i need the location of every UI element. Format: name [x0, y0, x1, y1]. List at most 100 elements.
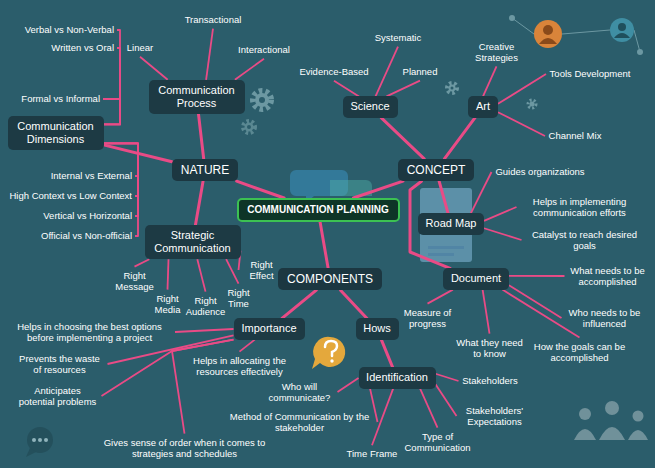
- leaf-label: Helps in choosing the best options befor…: [7, 321, 172, 344]
- node-text: CONCEPT: [406, 163, 466, 177]
- node-text: Science: [350, 100, 391, 113]
- leaf-label: Catalyst to reach desired goals: [525, 229, 645, 252]
- leader-line: [484, 228, 522, 240]
- node-text: Identification: [366, 371, 429, 384]
- leaf-label: Linear: [126, 42, 154, 53]
- leaf-label: Transactional: [184, 14, 242, 25]
- leaf-label: Right Message: [110, 270, 160, 293]
- topic-box: Importance: [234, 318, 305, 339]
- leader-line: [175, 329, 234, 332]
- leaf-label: Systematic: [374, 32, 422, 43]
- leaf-label: Right Audience: [181, 295, 231, 318]
- branch-connector: [195, 181, 203, 225]
- branch-connector: [341, 290, 368, 318]
- leader-line: [168, 259, 169, 289]
- topic-box: Communication Dimensions: [8, 116, 104, 150]
- leaf-label: Vertical vs Horizontal: [42, 210, 132, 221]
- topic-box: Identification: [359, 367, 436, 388]
- branch-connector: [320, 222, 328, 268]
- leader-line: [370, 389, 377, 422]
- leaf-label: Time Frame: [346, 448, 398, 459]
- node-text: Importance: [241, 322, 298, 335]
- central-topic: COMMUNICATION PLANNING: [237, 198, 400, 222]
- topic-box: Strategic Communication: [145, 225, 241, 259]
- leader-line: [226, 259, 238, 283]
- leaf-label: Planned: [402, 66, 438, 77]
- leaf-label: Right Time: [219, 287, 259, 310]
- branch-connector: [381, 118, 424, 159]
- leaf-label: Tools Development: [549, 68, 631, 79]
- node-text: COMMUNICATION PLANNING: [247, 204, 390, 216]
- leaf-label: Stakeholders: [462, 375, 519, 386]
- leader-line: [338, 378, 359, 392]
- topic-box: Road Map: [418, 213, 484, 234]
- leader-line: [484, 207, 517, 221]
- leader-line: [502, 290, 579, 338]
- leader-line: [235, 59, 264, 80]
- leaf-label: Anticipates potential problems: [17, 385, 99, 408]
- leaf-label: Method of Communication by the stakehold…: [225, 411, 375, 434]
- branch-connector: [282, 290, 316, 318]
- leaf-label: Official vs Non-official: [40, 230, 132, 241]
- leaf-label: Helps in allocating the resources effect…: [177, 355, 302, 378]
- leaf-label: Measure of progress: [400, 307, 455, 330]
- node-text: Document: [450, 272, 502, 285]
- branch-box: COMPONENTS: [278, 268, 382, 290]
- node-text: NATURE: [180, 163, 230, 177]
- node-text: Communication Dimensions: [15, 120, 97, 146]
- leaf-label: Internal vs External: [49, 170, 132, 181]
- topic-box: Document: [443, 268, 509, 289]
- leaf-label: Who will communicate?: [265, 381, 335, 404]
- leader-line: [372, 389, 393, 446]
- leader-line: [104, 48, 121, 124]
- leaf-label: What they need to know: [452, 337, 527, 360]
- leaf-label: Written vs Oral: [50, 42, 114, 53]
- leader-line: [104, 143, 139, 236]
- leaf-label: High Context vs Low Context: [8, 190, 132, 201]
- topic-box: Communication Process: [149, 80, 245, 114]
- leader-line: [135, 259, 150, 266]
- branch-connector: [444, 118, 475, 159]
- leader-line: [428, 290, 453, 304]
- leaf-label: Prevents the waste of resources: [15, 353, 105, 376]
- leader-line: [240, 340, 255, 352]
- leaf-label: Channel Mix: [548, 130, 602, 141]
- node-text: COMPONENTS: [286, 272, 374, 286]
- leader-line: [103, 99, 120, 124]
- leader-line: [206, 29, 213, 80]
- leader-line: [172, 340, 234, 434]
- branch-connector: [439, 181, 448, 213]
- node-text: Communication Process: [156, 84, 238, 110]
- leaf-label: What needs to be accomplished: [568, 265, 648, 288]
- leaf-label: Gives sense of order when it comes to st…: [100, 437, 270, 460]
- topic-box: Science: [343, 96, 398, 117]
- branch-connector: [353, 181, 403, 198]
- node-text: Art: [475, 100, 491, 113]
- branch-connector: [199, 114, 204, 159]
- topic-box: Hows: [356, 318, 399, 339]
- leaf-label: Who needs to be influenced: [565, 307, 645, 330]
- leaf-label: Verbal vs Non-Verbal: [23, 24, 114, 35]
- leader-line: [420, 389, 437, 428]
- leaf-label: Formal vs Informal: [20, 93, 100, 104]
- leader-line: [140, 57, 168, 80]
- topic-box: Art: [468, 96, 498, 117]
- branch-box: NATURE: [172, 159, 238, 181]
- leader-line: [197, 259, 205, 291]
- leader-line: [483, 290, 490, 334]
- leaf-label: Type of Communication: [398, 431, 478, 454]
- leader-line: [471, 172, 492, 213]
- leader-line: [509, 285, 562, 318]
- leader-line: [498, 112, 545, 136]
- leader-line: [509, 275, 565, 277]
- leader-line: [334, 81, 359, 97]
- leader-line: [387, 81, 421, 97]
- branch-connector: [104, 145, 173, 162]
- branch-connector: [237, 181, 284, 198]
- leaf-label: Stakeholders' Expectations: [460, 405, 530, 428]
- leader-line: [376, 47, 399, 97]
- leaf-label: Right Effect: [242, 259, 282, 282]
- question-bubble: [312, 337, 345, 369]
- node-text: Strategic Communication: [152, 229, 234, 255]
- leader-line: [436, 384, 457, 416]
